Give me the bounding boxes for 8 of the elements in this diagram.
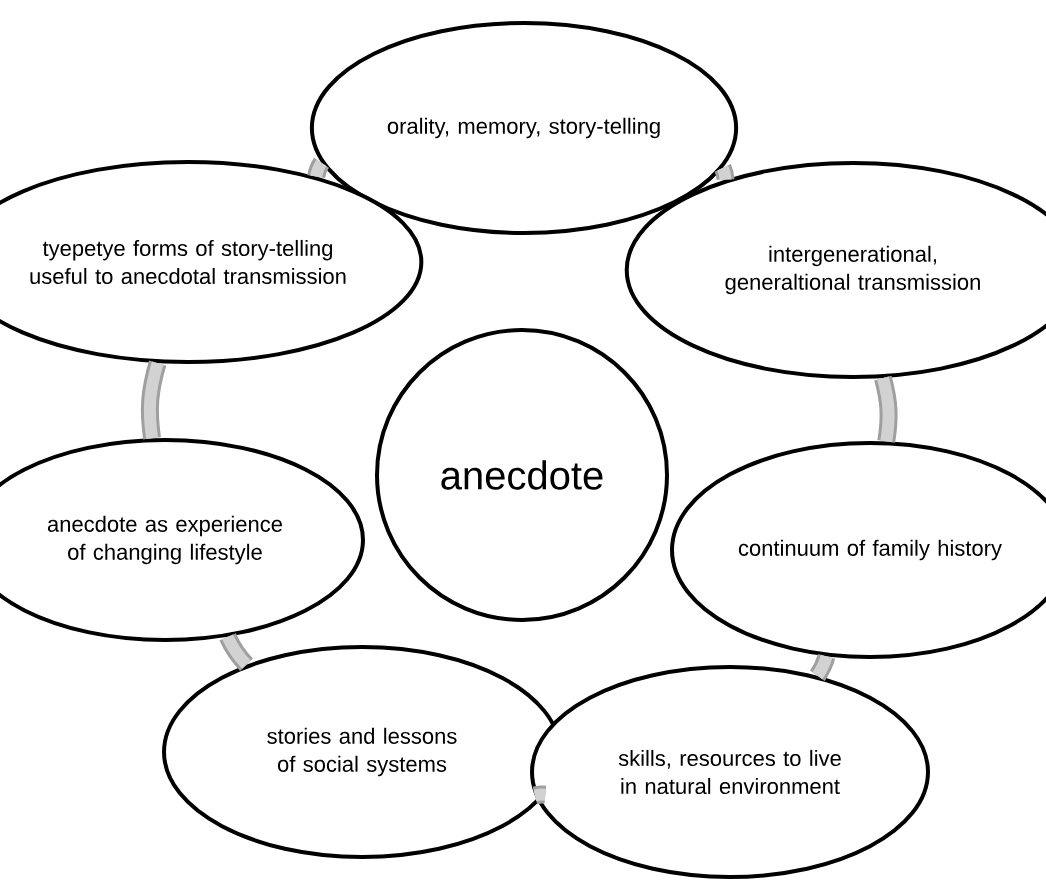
ring-connector bbox=[874, 375, 898, 443]
node-label: skills, resources to live in natural environment bbox=[618, 749, 841, 795]
ring-connector bbox=[714, 164, 735, 181]
ring-connector bbox=[809, 653, 836, 681]
ring-connector bbox=[307, 158, 330, 179]
ring-connector bbox=[140, 360, 167, 440]
ring-connector bbox=[532, 785, 546, 805]
ring-connector bbox=[219, 633, 254, 671]
